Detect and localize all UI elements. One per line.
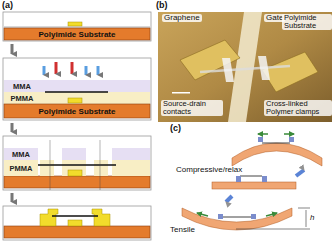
layer-label: PMMA [10, 164, 33, 173]
layer-band: Polyimide Substrate [4, 28, 150, 40]
part-label: Source-drain contacts [161, 100, 223, 116]
layer-band: PMMA [4, 160, 38, 176]
panel-letter: (c) [170, 124, 181, 133]
layer-band: MMA [4, 148, 38, 160]
layer-label: PMMA [11, 94, 34, 103]
layer-band: Polyimide Substrate [4, 104, 150, 118]
layer-band: PMMA [4, 92, 40, 104]
layer-label: Polyimide Substrate [39, 107, 116, 116]
part-label: Cross-linked Polymer clamps [264, 100, 332, 116]
state-label: Compressive/relax [176, 166, 242, 174]
dimension-label: h [310, 214, 314, 222]
state-label: Tensile [170, 226, 195, 234]
part-label: Polyimide Substrate [282, 14, 332, 30]
panel-letter: (b) [156, 1, 168, 10]
part-label: Graphene [162, 14, 202, 22]
layer-label: MMA [12, 150, 30, 159]
panel-letter: (a) [2, 1, 13, 10]
layer-label: MMA [13, 82, 31, 91]
layer-label: Polyimide Substrate [39, 30, 116, 39]
layer-band: MMA [4, 80, 40, 92]
